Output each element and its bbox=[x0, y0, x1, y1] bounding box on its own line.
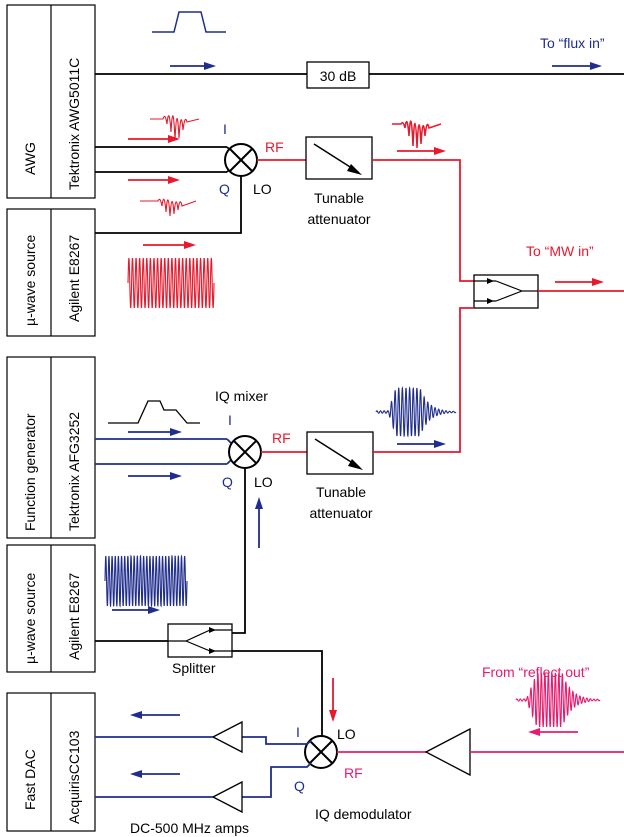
mixer-2-q-port-label: Q bbox=[222, 474, 233, 490]
fg-i-pulse-waveform bbox=[108, 400, 200, 424]
mw-source-2-arrow bbox=[112, 606, 160, 614]
iq-demodulator: I Q LO RF IQ demodulator bbox=[294, 724, 426, 822]
demod-rf-port-label: RF bbox=[344, 765, 363, 781]
splitter: Splitter bbox=[167, 623, 233, 676]
function-generator-model-label: Tektronix AFG3252 bbox=[66, 412, 82, 531]
demod-q-port-label: Q bbox=[294, 778, 305, 794]
mixer-1-i-port-label: I bbox=[223, 121, 227, 137]
function-generator-box: Function generator Tektronix AFG3252 bbox=[6, 356, 96, 539]
mw-source-1-model-label: Agilent E8267 bbox=[66, 235, 82, 322]
mw-source-1-type-label: µ-wave source bbox=[22, 234, 38, 326]
mw-source-2-model-label: Agilent E8267 bbox=[66, 573, 82, 660]
iq-mixer-2: I Q RF LO bbox=[95, 412, 307, 490]
tunable-attenuator-2: Tunable attenuator bbox=[306, 431, 374, 521]
qubit-drive-pulse-waveform bbox=[392, 120, 442, 149]
awg-box: AWG Tektronix AWG5011C bbox=[6, 4, 96, 199]
readout-pulse-waveform bbox=[375, 386, 457, 438]
mw-in-arrow bbox=[555, 278, 604, 286]
tunable-attenuator-1-label-line1: Tunable bbox=[314, 190, 364, 206]
tunable-attenuator-2-label-line1: Tunable bbox=[316, 484, 366, 500]
attenuator-30db-label: 30 dB bbox=[320, 68, 357, 84]
mixer-1-q-port-label: Q bbox=[219, 181, 230, 197]
fg-q-arrow bbox=[128, 472, 182, 480]
flux-line: 30 dB To “flux in” bbox=[95, 11, 624, 89]
reflect-pulse-waveform bbox=[515, 672, 601, 728]
flux-arrow-1 bbox=[170, 62, 216, 70]
tunable-attenuator-1-label-line2: attenuator bbox=[307, 211, 370, 227]
mw-source-2-waveform bbox=[104, 554, 188, 608]
dac-i-arrow bbox=[130, 711, 180, 719]
mw-source-1-box: µ-wave source Agilent E8267 bbox=[6, 208, 96, 337]
awg-i-waveform bbox=[150, 115, 200, 141]
tunable-attenuator-1: Tunable attenuator bbox=[305, 136, 373, 227]
iq-mixer-1: I Q RF LO bbox=[95, 121, 306, 234]
from-reflect-out-label: From “reflect out” bbox=[482, 664, 590, 680]
iq-demodulator-label: IQ demodulator bbox=[315, 806, 412, 822]
to-flux-in-label: To “flux in” bbox=[540, 35, 605, 51]
mw-source-2-type-label: µ-wave source bbox=[22, 572, 38, 664]
mw-source-1-waveform bbox=[127, 257, 215, 309]
mixer-2-rf-port-label: RF bbox=[272, 430, 291, 446]
fast-dac-model-label: AcquirisCC103 bbox=[66, 730, 82, 824]
demod-lo-arrow bbox=[329, 678, 337, 722]
awg-type-label: AWG bbox=[22, 142, 38, 175]
fast-dac-type-label: Fast DAC bbox=[22, 749, 38, 810]
awg-q-arrow bbox=[128, 176, 180, 184]
tunable-attenuator-2-label-line2: attenuator bbox=[309, 505, 372, 521]
function-generator-type-label: Function generator bbox=[22, 413, 38, 531]
amp-q bbox=[95, 780, 243, 814]
reflect-arrow bbox=[528, 728, 578, 736]
iq-mixer-label: IQ mixer bbox=[215, 388, 268, 404]
mixer-1-lo-port-label: LO bbox=[253, 181, 272, 197]
mw-source-2-box: µ-wave source Agilent E8267 bbox=[6, 544, 96, 673]
dac-q-arrow bbox=[130, 770, 180, 778]
amp-i bbox=[95, 720, 243, 754]
readout-arrow bbox=[397, 440, 446, 448]
flux-pulse-waveform bbox=[152, 11, 226, 33]
lo-up-arrow bbox=[255, 497, 263, 548]
awg-q-waveform bbox=[140, 198, 197, 217]
mixer-2-i-port-label: I bbox=[228, 412, 232, 428]
awg-i-arrow bbox=[128, 135, 180, 143]
input-amp bbox=[424, 727, 624, 777]
mixer-2-lo-port-label: LO bbox=[254, 474, 273, 490]
combiner bbox=[473, 274, 539, 309]
mw-source-1-arrow bbox=[143, 241, 196, 249]
demod-lo-port-label: LO bbox=[337, 726, 356, 742]
to-mw-in-label: To “MW in” bbox=[526, 243, 594, 259]
attenuator-30db-box bbox=[306, 61, 370, 89]
amps-label: DC-500 MHz amps bbox=[130, 820, 249, 836]
demod-i-port-label: I bbox=[296, 724, 300, 740]
fg-i-arrow bbox=[128, 428, 182, 436]
awg-model-label: Tektronix AWG5011C bbox=[66, 58, 82, 190]
qubit-drive-arrow bbox=[397, 147, 446, 155]
fast-dac-box: Fast DAC AcquirisCC103 bbox=[6, 692, 96, 832]
flux-arrow-2 bbox=[552, 62, 602, 70]
splitter-label: Splitter bbox=[172, 660, 216, 676]
mixer-1-rf-port-label: RF bbox=[265, 139, 284, 155]
